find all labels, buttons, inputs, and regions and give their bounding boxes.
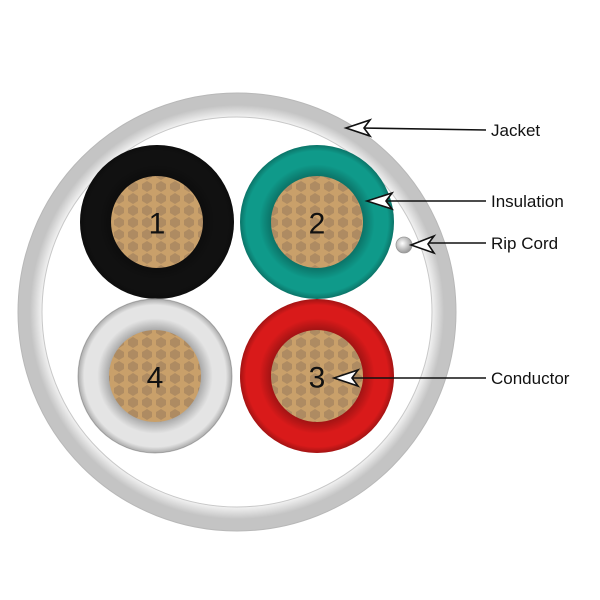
insulation-label: Insulation bbox=[491, 192, 564, 211]
conductor-number: 3 bbox=[309, 362, 326, 395]
conductor-number: 2 bbox=[309, 208, 326, 241]
conductor-number: 4 bbox=[147, 362, 164, 395]
conductor-number: 1 bbox=[149, 208, 166, 241]
conductor-2: 2 bbox=[240, 145, 394, 299]
rip-cord-arrowhead bbox=[408, 234, 437, 255]
jacket-callout-line bbox=[359, 127, 487, 131]
copper-strands-4 bbox=[109, 330, 201, 422]
jacket bbox=[17, 92, 457, 532]
rip-cord-label: Rip Cord bbox=[491, 234, 558, 253]
conductor-arrowhead bbox=[331, 368, 361, 388]
conductor-4: 4 bbox=[77, 298, 233, 454]
jacket-label: Jacket bbox=[491, 121, 540, 140]
copper-strands-3 bbox=[271, 330, 363, 422]
conductor-1: 1 bbox=[80, 145, 234, 299]
copper-strands-1 bbox=[111, 176, 203, 268]
insulation-arrowhead bbox=[364, 191, 395, 211]
copper-strands-2 bbox=[271, 176, 363, 268]
conductor-label: Conductor bbox=[491, 369, 570, 388]
conductor-3: 3 bbox=[240, 299, 394, 453]
jacket-arrowhead bbox=[343, 118, 373, 138]
